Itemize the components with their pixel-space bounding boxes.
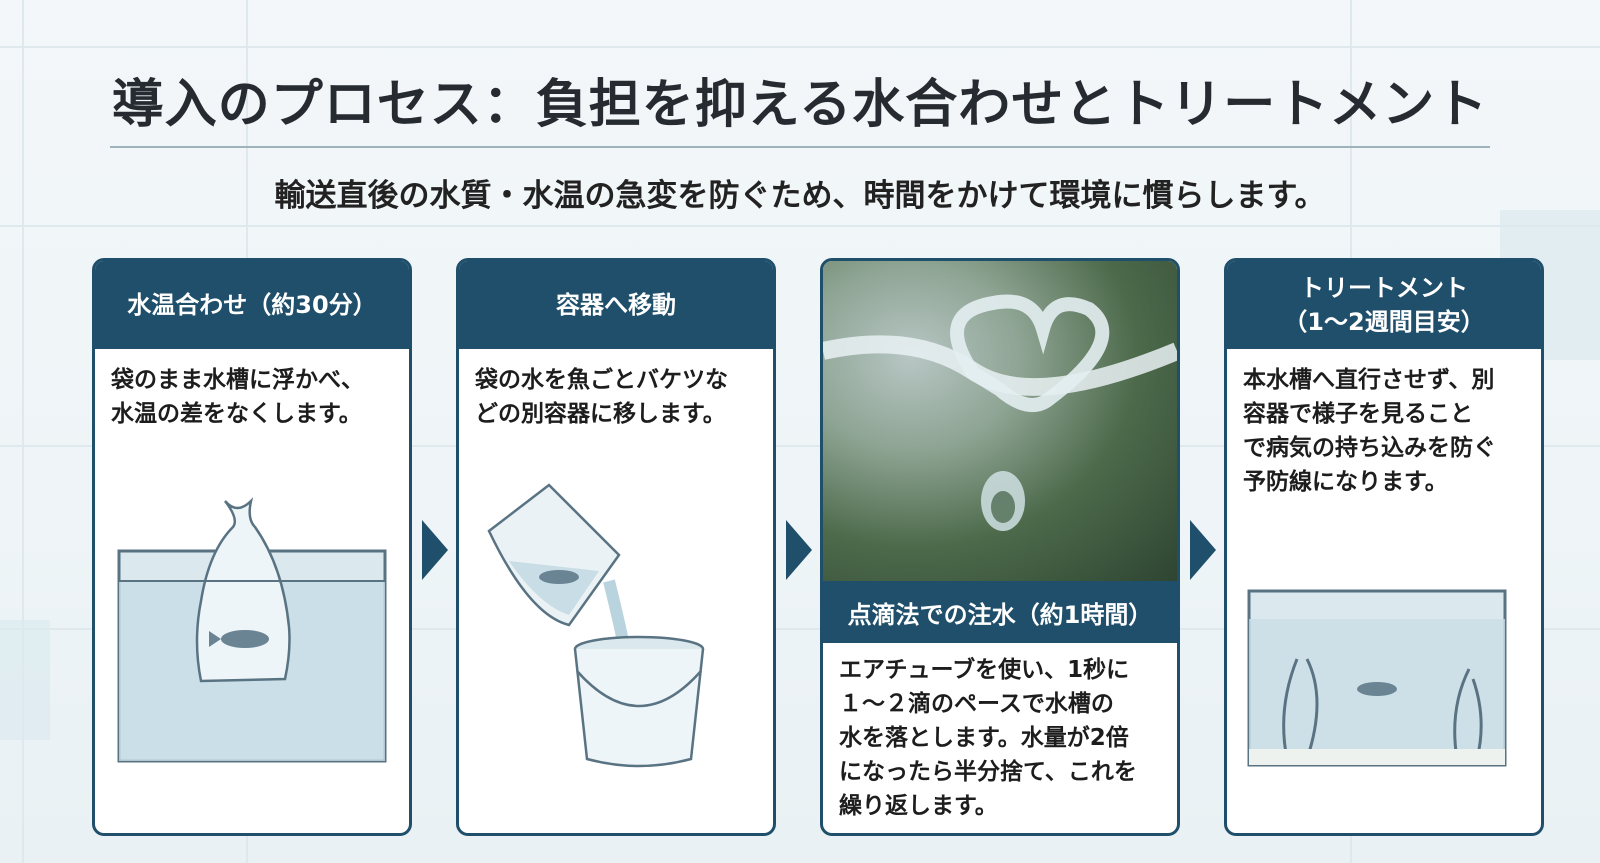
step-card-2: 容器へ移動 袋の水を魚ごとバケツな どの別容器に移します。: [456, 258, 776, 836]
chevron-right-icon: [786, 520, 812, 580]
bucket-pour-icon: [487, 483, 705, 768]
aquarium-bag-icon: [117, 497, 387, 763]
bg-line: [22, 0, 24, 863]
bg-line: [0, 445, 1600, 447]
step-heading: 水温合わせ（約30分）: [95, 261, 409, 349]
step-text: 袋の水を魚ごとバケツな どの別容器に移します。: [475, 367, 728, 427]
step-card-3: 点滴法での注水（約1時間） エアチューブを使い、1秒に １～２滴のペースで水槽の…: [820, 258, 1180, 836]
step-card-4: トリートメント （1～2週間目安） 本水槽へ直行させず、別 容器で様子を見ること…: [1224, 258, 1544, 836]
step-text: 本水槽へ直行させず、別 容器で様子を見ること で病気の持ち込みを防ぐ 予防線にな…: [1243, 367, 1496, 495]
bg-line: [0, 46, 1600, 48]
bg-line: [0, 225, 1600, 227]
quarantine-tank-icon: [1247, 589, 1507, 767]
air-tube-drip-graphic: [823, 294, 1177, 531]
page-subtitle: 輸送直後の水質・水温の急変を防ぐため、時間をかけて環境に慣らします。: [274, 178, 1326, 214]
step-text: エアチューブを使い、1秒に １～２滴のペースで水槽の 水を落とします。水量が2倍…: [839, 657, 1137, 819]
air-tube-drip-photo: [823, 261, 1177, 581]
bg-line: [0, 628, 1600, 630]
bg-block: [0, 620, 50, 740]
step-heading: 容器へ移動: [459, 261, 773, 349]
page-title: 導入のプロセス：負担を抑える水合わせとトリートメント: [111, 75, 1489, 135]
step-heading: トリートメント （1～2週間目安）: [1227, 261, 1541, 349]
chevron-right-icon: [1190, 520, 1216, 580]
step-heading: 点滴法での注水（約1時間）: [823, 581, 1177, 643]
chevron-right-icon: [422, 520, 448, 580]
title-divider: [110, 146, 1490, 148]
step-text: 袋のまま水槽に浮かべ、 水温の差をなくします。: [111, 367, 364, 427]
step-card-1: 水温合わせ（約30分） 袋のまま水槽に浮かべ、 水温の差をなくします。: [92, 258, 412, 836]
